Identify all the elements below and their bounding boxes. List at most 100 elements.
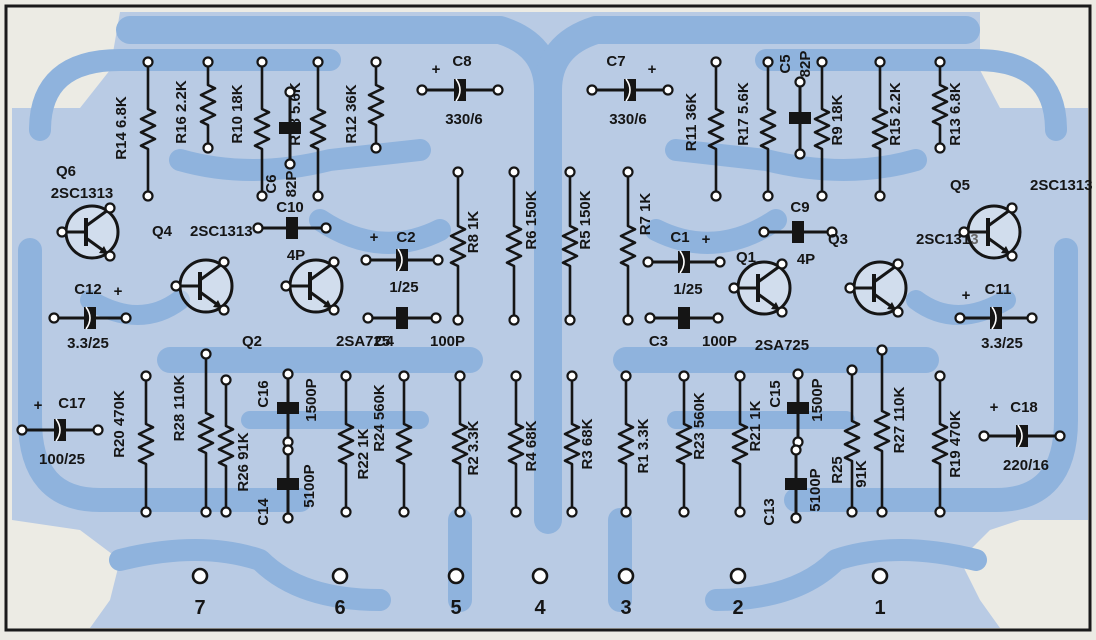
solder-pad xyxy=(362,312,374,324)
solder-pad xyxy=(622,166,634,178)
resistor-symbol xyxy=(843,370,861,512)
transistor-collector-lead xyxy=(873,264,897,284)
solder-pad xyxy=(340,370,352,382)
capacitor-name: C7 xyxy=(606,53,625,70)
resistor-symbol xyxy=(197,354,215,512)
resistor-symbol xyxy=(873,350,891,512)
solder-pad xyxy=(642,256,654,268)
solder-pad xyxy=(1006,250,1018,262)
capacitor-name: C4 xyxy=(375,333,395,350)
transistor-name: Q1 xyxy=(736,249,756,266)
resistor-symbol xyxy=(253,62,271,196)
resistor-r17: R17 5.6K xyxy=(735,56,777,202)
solder-pad xyxy=(934,142,946,154)
solder-pad xyxy=(432,254,444,266)
resistor-r9: R9 18K xyxy=(813,56,846,202)
capacitor-polarity-band xyxy=(85,306,91,330)
resistor-r24: R24 560K xyxy=(371,370,413,518)
solder-pad xyxy=(874,56,886,68)
solder-pad xyxy=(218,304,230,316)
solder-pad xyxy=(734,506,746,518)
transistor-name: Q4 xyxy=(152,223,173,240)
solder-pad xyxy=(1006,202,1018,214)
solder-pad xyxy=(876,344,888,356)
resistor-r2: R2 3.3K xyxy=(451,370,482,518)
solder-pad xyxy=(564,314,576,326)
solder-pad xyxy=(790,512,802,524)
resistor-label: R9 18K xyxy=(829,94,846,145)
resistor-label: R7 1K xyxy=(637,193,654,236)
resistor-label: R3 68K xyxy=(579,418,596,469)
capacitor-value: 220/16 xyxy=(1003,457,1049,474)
capacitor-name: C10 xyxy=(276,199,304,216)
resistor-r20: R20 470K xyxy=(111,370,155,518)
solder-pad xyxy=(370,142,382,154)
resistor-r4: R4 68K xyxy=(507,370,540,518)
solder-pad xyxy=(762,56,774,68)
transistor-collector-lead xyxy=(85,208,109,228)
capacitor-value: 82P xyxy=(797,51,814,78)
transistor-type: 2SC1313 xyxy=(51,185,114,202)
pin-number: 5 xyxy=(450,597,461,619)
resistor-label: R19 470K xyxy=(947,410,964,478)
solder-pad xyxy=(430,312,442,324)
plus-sign: + xyxy=(648,61,657,78)
resistor-label: R22 1K xyxy=(355,428,372,479)
capacitor-c4: C4 100P xyxy=(362,307,465,350)
pin-number: 1 xyxy=(874,597,885,619)
resistor-r14: R14 6.8K xyxy=(113,56,157,202)
resistor-symbol xyxy=(137,376,155,512)
pin-pad xyxy=(531,567,549,585)
plus-sign: + xyxy=(34,397,43,414)
solder-pad xyxy=(218,256,230,268)
capacitor-body xyxy=(277,478,299,490)
resistor-symbol xyxy=(367,62,385,148)
solder-pad xyxy=(312,190,324,202)
solder-pad xyxy=(794,76,806,88)
solder-pad xyxy=(1054,430,1066,442)
transistor-q4: Q4 2SC1313 xyxy=(152,223,253,316)
solder-pad xyxy=(398,506,410,518)
capacitor-polarity-band xyxy=(1017,424,1023,448)
solder-pad xyxy=(816,56,828,68)
resistor-symbol xyxy=(707,62,725,196)
resistor-symbol xyxy=(617,376,635,512)
transistor-collector-lead xyxy=(987,208,1011,228)
resistor-r22: R22 1K xyxy=(337,370,372,518)
connector-pin-3: 3 xyxy=(617,567,635,619)
solder-pad xyxy=(826,226,838,238)
capacitor-body xyxy=(787,402,809,414)
solder-pad xyxy=(340,506,352,518)
transistor-type: 2SC1313 xyxy=(190,223,253,240)
resistor-symbol xyxy=(619,172,637,320)
resistor-r7: R7 1K xyxy=(619,166,654,326)
resistor-symbol xyxy=(731,376,749,512)
solder-pad xyxy=(846,506,858,518)
solder-pad xyxy=(762,190,774,202)
resistor-r8: R8 1K xyxy=(449,166,482,326)
transistor-name: Q6 xyxy=(56,163,76,180)
capacitor-name: C17 xyxy=(58,395,86,412)
connector-pin-5: 5 xyxy=(447,567,465,619)
solder-pad xyxy=(712,312,724,324)
plus-sign: + xyxy=(370,229,379,246)
pin-number: 2 xyxy=(732,597,743,619)
capacitor-polarity-band xyxy=(455,78,461,102)
resistor-r25: R25 xyxy=(829,364,861,518)
resistor-r28: R28 110K xyxy=(171,348,215,518)
emitter-arrow xyxy=(887,302,896,310)
solder-pad xyxy=(844,282,856,294)
transistor-collector-lead xyxy=(199,262,223,282)
capacitor-value: 1/25 xyxy=(673,281,702,298)
plus-sign: + xyxy=(114,283,123,300)
resistor-label: R25 xyxy=(829,456,846,484)
solder-pad xyxy=(958,226,970,238)
capacitor-value: 100P xyxy=(430,333,465,350)
plus-sign: + xyxy=(962,287,971,304)
